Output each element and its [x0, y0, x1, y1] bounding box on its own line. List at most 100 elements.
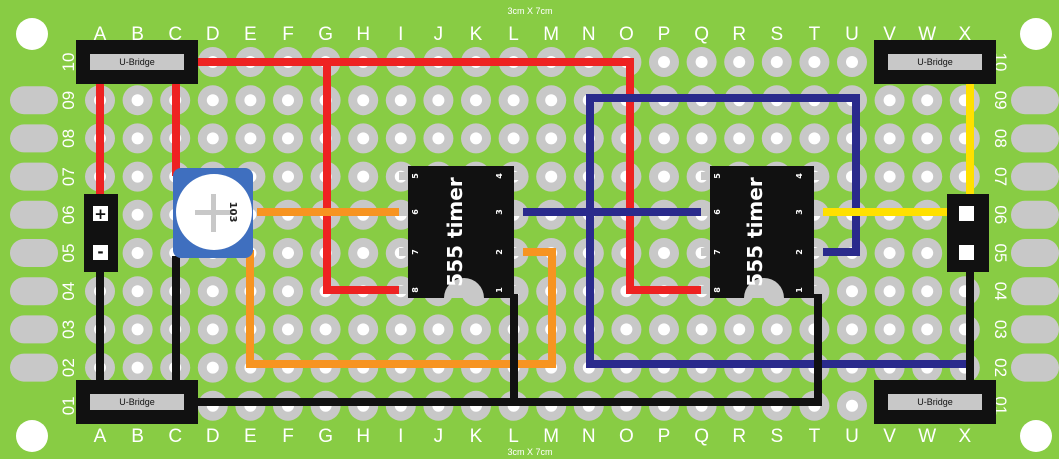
pad-M07	[536, 161, 567, 192]
u-bridge-label: U-Bridge	[917, 57, 953, 67]
column-label-bottom-W: W	[918, 426, 936, 447]
svg-text:8: 8	[411, 287, 420, 293]
side-pad-left	[10, 162, 58, 191]
column-label-top-O: O	[619, 24, 634, 45]
row-label-right-09: 09	[991, 91, 1010, 110]
pad-O03	[611, 314, 642, 345]
column-label-top-W: W	[918, 24, 936, 45]
side-pad-right	[1011, 315, 1059, 344]
minus-label: -	[97, 243, 103, 261]
pad-D09	[197, 85, 228, 116]
column-label-top-R: R	[732, 24, 746, 45]
pad-V03	[874, 314, 905, 345]
column-label-top-Q: Q	[694, 24, 709, 45]
pad-L08	[498, 123, 529, 154]
pad-K09	[461, 85, 491, 116]
pad-P07	[649, 161, 679, 192]
column-label-bottom-S: S	[770, 426, 783, 447]
board-size-label-top: 3cm X 7cm	[507, 6, 552, 16]
pad-M09	[536, 85, 567, 116]
row-label-left-03: 03	[59, 320, 78, 339]
column-label-top-D: D	[206, 24, 220, 45]
column-label-bottom-X: X	[958, 426, 971, 447]
pad-D02	[197, 352, 228, 383]
side-pads	[10, 86, 1059, 382]
board-size-label-bottom: 3cm X 7cm	[507, 447, 552, 457]
pad-J03	[423, 314, 454, 345]
u-bridge-label: U-Bridge	[917, 397, 953, 407]
side-pad-left	[10, 277, 58, 306]
column-label-top-C: C	[168, 24, 182, 45]
row-label-left-02: 02	[59, 358, 78, 377]
pad-W04	[912, 276, 943, 307]
column-label-bottom-C: C	[168, 426, 182, 447]
pad-D03	[197, 314, 228, 345]
wire-orange-pot-loop	[246, 248, 556, 368]
svg-text:4: 4	[795, 173, 804, 179]
u-bridge-top-left: U-Bridge	[76, 40, 198, 84]
pad-W03	[912, 314, 943, 345]
column-label-top-P: P	[658, 24, 671, 45]
pad-H03	[348, 314, 379, 345]
pad-P03	[649, 314, 679, 345]
u-bridge-bottom-left: U-Bridge	[76, 380, 198, 424]
pad-V08	[874, 123, 905, 154]
pad-X03	[949, 314, 980, 345]
svg-text:5: 5	[713, 173, 722, 179]
column-label-top-B: B	[131, 24, 144, 45]
pad-I03	[385, 314, 416, 345]
pad-V05	[874, 238, 905, 268]
column-label-top-J: J	[434, 24, 444, 45]
pad-T08	[799, 123, 830, 154]
side-pad-left	[10, 200, 58, 229]
column-label-top-T: T	[809, 24, 821, 45]
pad-S03	[761, 314, 792, 345]
chip-555-timer-left: 555 timer 5 6 7 8 4 3 2 1	[399, 166, 523, 298]
chip-label: 555 timer	[743, 177, 767, 287]
mounting-hole-bottom-right	[1020, 420, 1052, 452]
column-label-top-U: U	[845, 24, 859, 45]
pad-Q08	[686, 123, 717, 154]
column-label-bottom-V: V	[883, 426, 896, 447]
column-label-bottom-I: I	[398, 426, 403, 447]
u-bridge-bottom-right: U-Bridge	[874, 380, 996, 424]
pad-R08	[724, 123, 755, 154]
pad-B09	[122, 85, 153, 116]
row-label-left-06: 06	[59, 205, 78, 224]
side-pad-right	[1011, 277, 1059, 306]
connector-right	[947, 194, 989, 272]
pad-M08	[536, 123, 567, 154]
column-label-bottom-M: M	[543, 426, 559, 447]
plus-label: +	[94, 205, 107, 223]
svg-text:6: 6	[713, 209, 722, 215]
pad-H08	[348, 123, 379, 154]
svg-text:3: 3	[795, 209, 804, 215]
pad-P05	[649, 238, 679, 268]
column-label-bottom-Q: Q	[694, 426, 709, 447]
pad-F04	[273, 276, 303, 307]
column-label-bottom-U: U	[845, 426, 859, 447]
pad-W08	[912, 123, 943, 154]
svg-text:5: 5	[411, 173, 420, 179]
column-label-bottom-E: E	[244, 426, 257, 447]
svg-text:1: 1	[495, 287, 504, 293]
column-label-top-M: M	[543, 24, 559, 45]
column-label-top-X: X	[958, 24, 971, 45]
chip-label: 555 timer	[443, 177, 467, 287]
mounting-hole-bottom-left	[16, 420, 48, 452]
pad-Q10	[686, 47, 717, 77]
column-label-bottom-R: R	[732, 426, 746, 447]
pad-J08	[423, 123, 454, 154]
pad-V09	[874, 85, 905, 116]
row-label-left-10: 10	[59, 53, 78, 72]
pad-W09	[912, 85, 943, 116]
pad-B05	[122, 238, 153, 268]
pad-X07	[949, 161, 980, 192]
pad-E09	[235, 85, 266, 116]
pad-B02	[122, 352, 153, 383]
row-label-left-01: 01	[59, 396, 78, 415]
svg-text:2: 2	[495, 249, 504, 255]
